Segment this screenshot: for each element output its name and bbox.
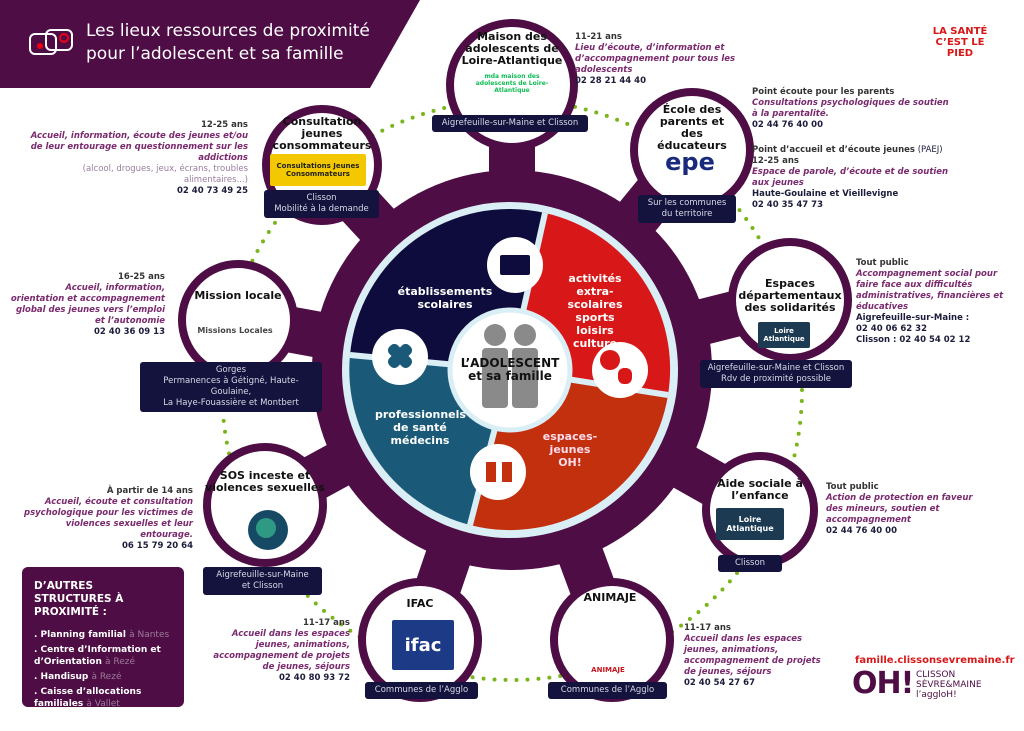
children-icon bbox=[486, 462, 496, 482]
node-title-eds: Espaces départementaux des solidarités bbox=[738, 277, 842, 314]
node-title-ase: Aide sociale à l’enfance bbox=[717, 477, 803, 502]
other-structure-item: . Handisup à Rezé bbox=[34, 672, 122, 682]
ifac-logo: ifac bbox=[392, 620, 454, 670]
head-hands-icon bbox=[248, 510, 288, 550]
other-structures-title: D’AUTRES STRUCTURES À PROXIMITÉ : bbox=[34, 580, 124, 618]
node-title-maison: Maison des adolescents de Loire-Atlantiq… bbox=[461, 30, 563, 67]
loire-atlantique-logo: Loire Atlantique bbox=[758, 322, 810, 348]
caption-ifac: Communes de l’Agglo bbox=[365, 682, 478, 699]
missions-locales-logo: Missions Locales bbox=[197, 325, 273, 335]
label-health: professionnels de santé médecins bbox=[375, 408, 466, 447]
sante-pied-logo: LA SANTÉ C’EST LE PIED bbox=[932, 26, 988, 59]
family-icon bbox=[482, 324, 538, 408]
website-link[interactable]: famille.clissonsevremaine.fr bbox=[855, 655, 1015, 666]
caption-ase: Clisson bbox=[718, 555, 782, 572]
label-activities: activités extra-scolaires sports loisirs… bbox=[567, 272, 623, 350]
caption-animaje: Communes de l’Agglo bbox=[548, 682, 667, 699]
oh-logo: OH! bbox=[852, 666, 914, 701]
basketball-icon bbox=[600, 350, 620, 370]
other-structures-box: D’AUTRES STRUCTURES À PROXIMITÉ : . Plan… bbox=[22, 567, 184, 709]
dotted-ring bbox=[220, 98, 804, 682]
speech-bubbles-icon bbox=[29, 29, 73, 55]
label-schools: établissements scolaires bbox=[397, 285, 493, 311]
caption-maison: Aigrefeuille-sur-Maine et Clisson bbox=[432, 115, 588, 132]
briefcase-icon bbox=[500, 255, 530, 275]
animaje-logo: ANIMAJE bbox=[591, 666, 625, 674]
info-epe-paej: Point d’accueil et d’écoute jeunes (PAEJ… bbox=[752, 145, 949, 210]
node-title-ifac: IFAC bbox=[406, 597, 434, 610]
other-structure-item: . Planning familial à Nantes bbox=[34, 630, 170, 640]
other-structure-item: . Centre d’Information et d’Orientation … bbox=[34, 645, 161, 667]
header-banner bbox=[0, 0, 420, 88]
node-title-epe: École des parents et des éducateurs bbox=[657, 103, 727, 152]
agglo-name: CLISSON SÈVRE&MAINE l’aggloH! bbox=[916, 670, 982, 700]
loire-atlantique-logo: Loire Atlantique bbox=[716, 508, 784, 540]
other-structure-item: . Caisse d’allocations familiales à Vall… bbox=[34, 687, 142, 709]
cjc-logo: Consultations Jeunes Consommateurs bbox=[270, 154, 366, 186]
node-title-animaje: ANIMAJE bbox=[583, 591, 637, 604]
mda-logo: mda maison des adolescents de Loire-Atla… bbox=[467, 72, 557, 94]
node-title-mission: Mission locale bbox=[194, 289, 282, 302]
theatre-masks-icon bbox=[618, 368, 632, 384]
node-title-sos: SOS inceste et violences sexuelles bbox=[205, 469, 325, 494]
node-title-cjc: Consultation jeunes consommateurs bbox=[272, 115, 372, 152]
epe-logo: epe bbox=[665, 148, 715, 176]
